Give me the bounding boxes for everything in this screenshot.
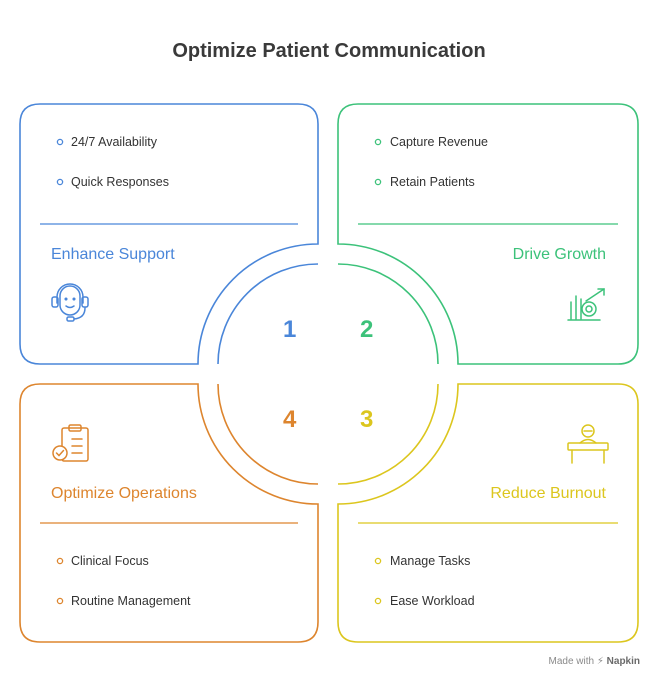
footer-credit: Made with ⚡ Napkin — [548, 656, 640, 667]
q2-number: 2 — [360, 316, 374, 343]
q4-item-1: Clinical Focus — [71, 554, 149, 568]
q3-item-2: Ease Workload — [390, 594, 475, 608]
clipboard-check-icon — [52, 424, 89, 462]
quadrant-3-shape — [337, 383, 639, 643]
footer-brand: Napkin — [606, 656, 640, 667]
q4-heading: Optimize Operations — [51, 485, 197, 502]
q1-item-1: 24/7 Availability — [71, 135, 157, 149]
q2-item-2: Retain Patients — [390, 175, 475, 189]
q4-number: 4 — [283, 406, 297, 433]
quadrant-2-shape — [337, 103, 639, 365]
q1-number: 1 — [283, 316, 297, 343]
napkin-logo-icon: ⚡ — [596, 656, 604, 667]
headset-icon — [51, 283, 89, 322]
q2-heading: Drive Growth — [512, 246, 606, 263]
q1-item-2: Quick Responses — [71, 175, 169, 189]
growth-chart-icon — [567, 288, 605, 321]
quadrant-4-shape — [19, 383, 319, 643]
footer-made-with: Made with — [548, 656, 595, 667]
q3-item-1: Manage Tasks — [390, 554, 471, 568]
q3-number: 3 — [360, 406, 374, 433]
q3-heading: Reduce Burnout — [490, 485, 606, 502]
q1-heading: Enhance Support — [51, 246, 175, 263]
quadrant-1-shape — [19, 103, 319, 365]
q4-item-2: Routine Management — [71, 594, 191, 608]
person-at-desk-icon — [567, 424, 609, 464]
q2-item-1: Capture Revenue — [390, 135, 488, 149]
page-title: Optimize Patient Communication — [172, 40, 486, 62]
